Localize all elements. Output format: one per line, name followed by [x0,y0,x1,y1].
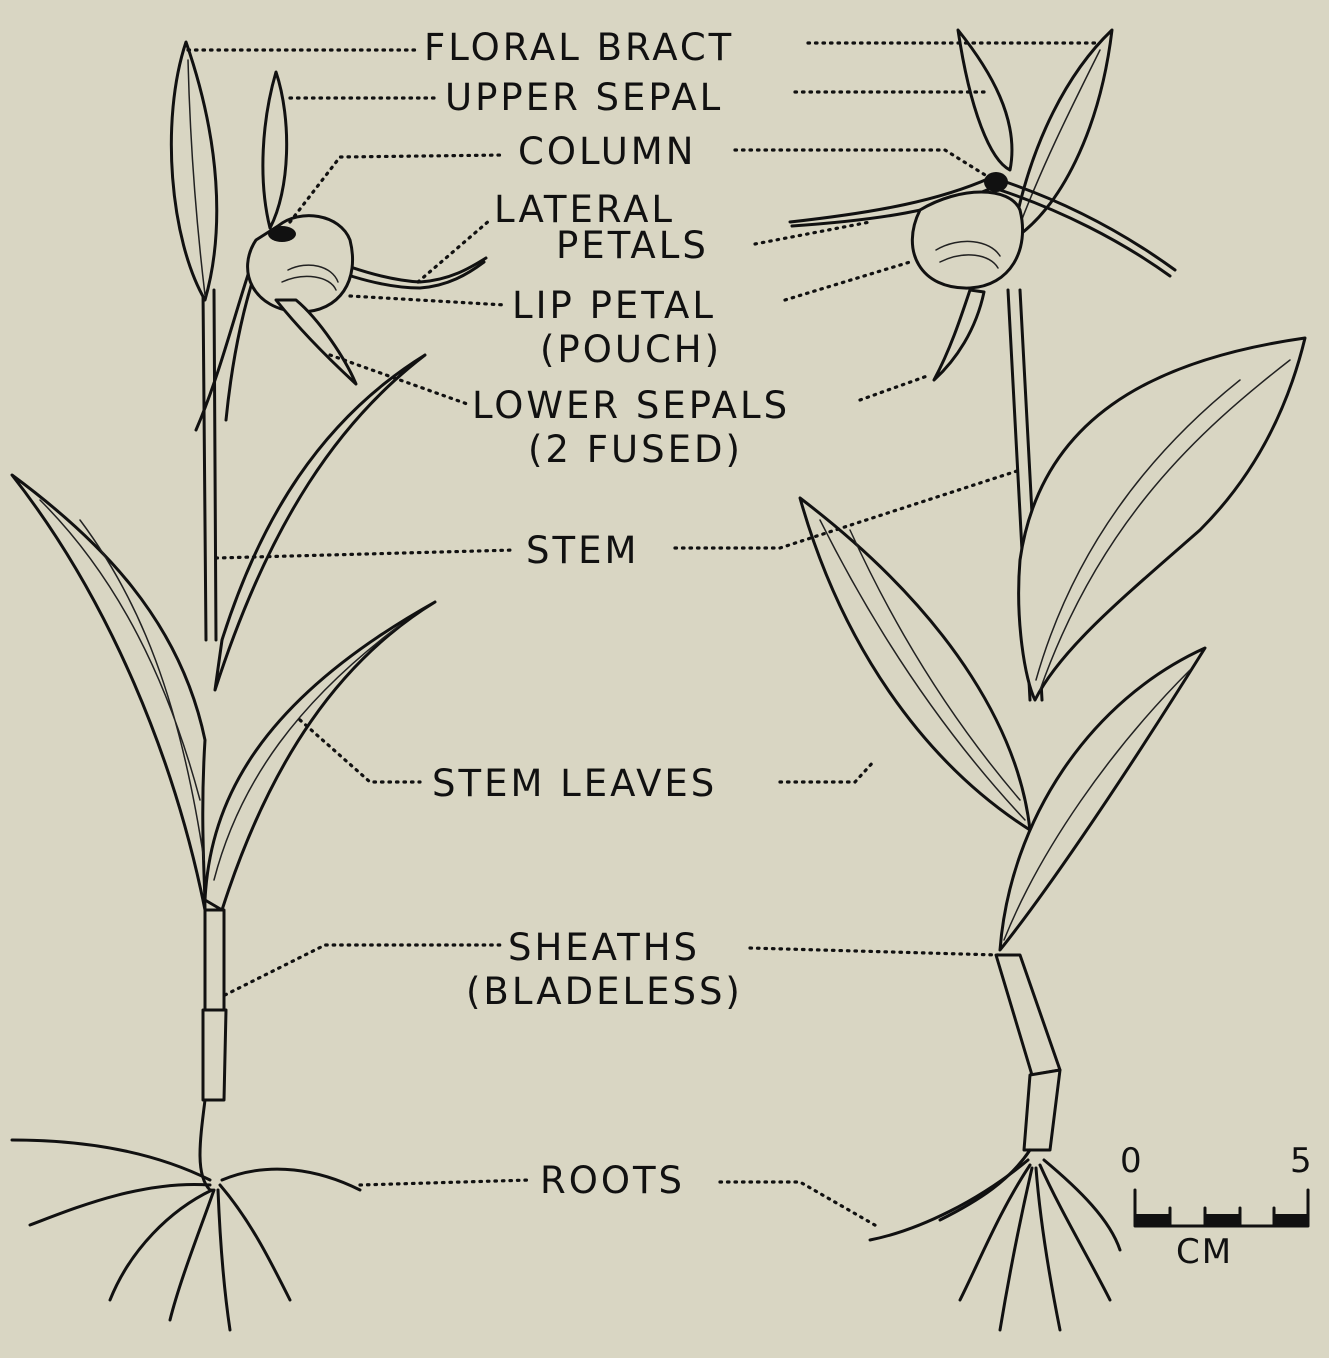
right-plant [790,30,1305,1330]
left-right-stem-leaf [205,602,435,910]
left-upper-sepal [263,72,287,228]
label-lower-sepals-line2: (2 FUSED) [528,428,743,471]
right-roots [870,1150,1120,1330]
label-lower-sepals-line1: LOWER SEPALS [472,384,790,427]
label-stem: STEM [526,529,639,572]
left-lip-pouch [248,216,353,312]
label-floral-bract: FLORAL BRACT [424,26,734,69]
right-lip-pouch [912,192,1022,288]
left-upper-stem-leaf [215,355,425,690]
label-lip-petal-line2: (POUCH) [540,328,722,371]
label-sheaths-line2: (BLADELESS) [466,970,743,1013]
label-lateral-petals-line2: PETALS [556,224,709,267]
left-big-leaf [12,475,205,910]
label-lip-petal-line1: LIP PETAL [512,284,716,327]
right-upper-big-leaf [1019,338,1305,700]
left-stem [203,290,216,640]
right-column [984,172,1008,192]
right-upper-sepal [958,30,1012,170]
left-sheath-1 [205,910,224,1010]
right-sheath-2 [1024,1070,1060,1150]
scale-segment-1 [1135,1214,1170,1226]
scale-min-label: 0 [1120,1141,1144,1181]
label-column: COLUMN [518,130,696,173]
left-floral-bract [171,42,216,300]
left-lower-sepals [276,300,356,384]
left-column [268,226,296,242]
left-roots [12,1100,360,1330]
label-sheaths-line1: SHEATHS [508,926,700,969]
right-sheath-1 [996,955,1060,1075]
label-stem-leaves: STEM LEAVES [432,762,717,805]
scale-bar: 0 5 CM [1120,1141,1314,1272]
label-upper-sepal: UPPER SEPAL [445,76,723,119]
scale-max-label: 5 [1290,1141,1314,1181]
scale-segment-3 [1205,1214,1240,1226]
right-lower-sepals [934,290,984,380]
labels: FLORAL BRACT UPPER SEPAL COLUMN LATERAL … [424,26,790,1202]
label-roots: ROOTS [540,1159,685,1202]
left-sheath-2 [203,1010,226,1100]
left-plant [12,42,486,1330]
scale-unit-label: CM [1176,1232,1233,1272]
scale-segment-5 [1274,1214,1308,1226]
